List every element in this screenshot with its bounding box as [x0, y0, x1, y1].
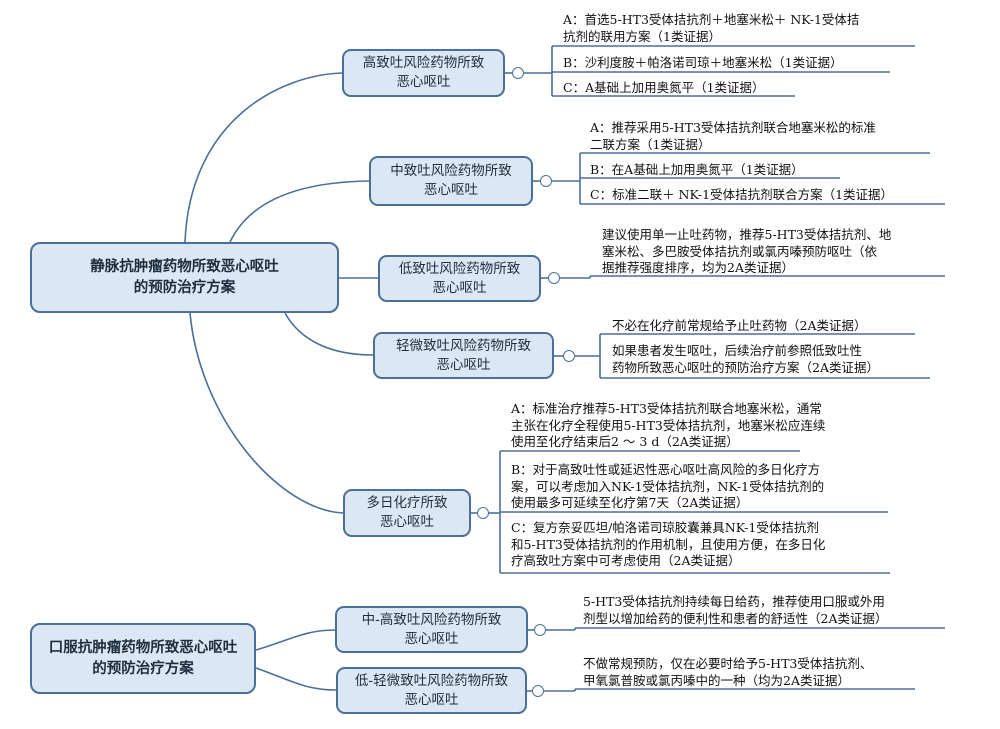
connector-line [255, 629, 336, 651]
branch-oral-low-minimal: 低-轻微致吐风险药物所致 恶心呕吐 [336, 667, 527, 714]
connector-line [229, 180, 370, 243]
leaf-mid-c: C：标准二联＋ NK-1受体拮抗剂联合方案（1类证据） [590, 187, 894, 202]
leaf-mid-b: B：在A基础上加用奥氮平（1类证据） [590, 162, 804, 177]
leaf-oral-low: 不做常规预防，仅在必要时给予5-HT3受体拮抗剂、 甲氧氯普胺或氯丙嗪中的一种（… [583, 656, 873, 688]
leaf-minimal-a: 不必在化疗前常规给予止吐药物（2A类证据） [612, 318, 867, 333]
root-oral: 口服抗肿瘤药物所致恶心呕吐 的预防治疗方案 [30, 623, 256, 694]
connector-circle [512, 67, 524, 79]
connector-line [284, 312, 374, 356]
connector-line [255, 667, 337, 691]
leaf-high-c: C：A基础上加用奥氮平（1类证据） [563, 80, 765, 95]
branch-multiday: 多日化疗所致 恶心呕吐 [343, 489, 471, 537]
leaf-oral-high: 5-HT3受体拮抗剂持续每日给药，推荐使用口服或外用 剂型以增加给药的便利性和患… [583, 594, 888, 626]
connector-circle [540, 175, 552, 187]
leaf-minimal-b: 如果患者发生呕吐，后续治疗前参照低致吐性 药物所致恶心呕吐的预防治疗方案（2A类… [612, 343, 879, 375]
branch-low-risk: 低致吐风险药物所致 恶心呕吐 [378, 255, 541, 302]
connector-circle [532, 685, 544, 697]
leaf-multiday-b: B：对于高致吐性或延迟性恶心呕吐高风险的多日化疗方 案，可以考虑加入NK-1受体… [511, 462, 825, 510]
branch-high-risk: 高致吐风险药物所致 恶心呕吐 [342, 49, 505, 97]
connector-circle [477, 507, 489, 519]
branch-moderate-risk: 中致吐风险药物所致 恶心呕吐 [369, 156, 533, 206]
branch-minimal-risk: 轻微致吐风险药物所致 恶心呕吐 [373, 332, 554, 379]
connector-line [184, 72, 343, 243]
connector-circle [563, 350, 575, 362]
leaf-multiday-c: C：复方奈妥匹坦/帕洛诺司琼胶囊兼具NK-1受体拮抗剂 和5-HT3受体拮抗剂的… [511, 520, 826, 568]
branch-oral-moderate-high: 中-高致吐风险药物所致 恶心呕吐 [335, 606, 528, 653]
leaf-high-a: A：首选5-HT3受体拮抗剂＋地塞米松＋ NK-1受体拮 抗剂的联用方案（1类证… [563, 12, 860, 44]
connector-line [189, 312, 344, 514]
leaf-mid-a: A：推荐采用5-HT3受体拮抗剂联合地塞米松的标准 二联方案（1类证据） [590, 120, 876, 152]
leaf-low: 建议使用单一止吐药物，推荐5-HT3受体拮抗剂、地 塞米松、多巴胺受体拮抗剂或氯… [602, 227, 892, 275]
leaf-high-b: B：沙利度胺＋帕洛诺司琼＋地塞米松（1类证据） [563, 55, 843, 70]
leaf-multiday-a: A：标准治疗推荐5-HT3受体拮抗剂联合地塞米松，通常 主张在化疗全程使用5-H… [511, 401, 826, 449]
root-iv: 静脉抗肿瘤药物所致恶心呕吐 的预防治疗方案 [30, 242, 339, 313]
connector-circle [548, 272, 560, 284]
connector-circle [534, 624, 546, 636]
